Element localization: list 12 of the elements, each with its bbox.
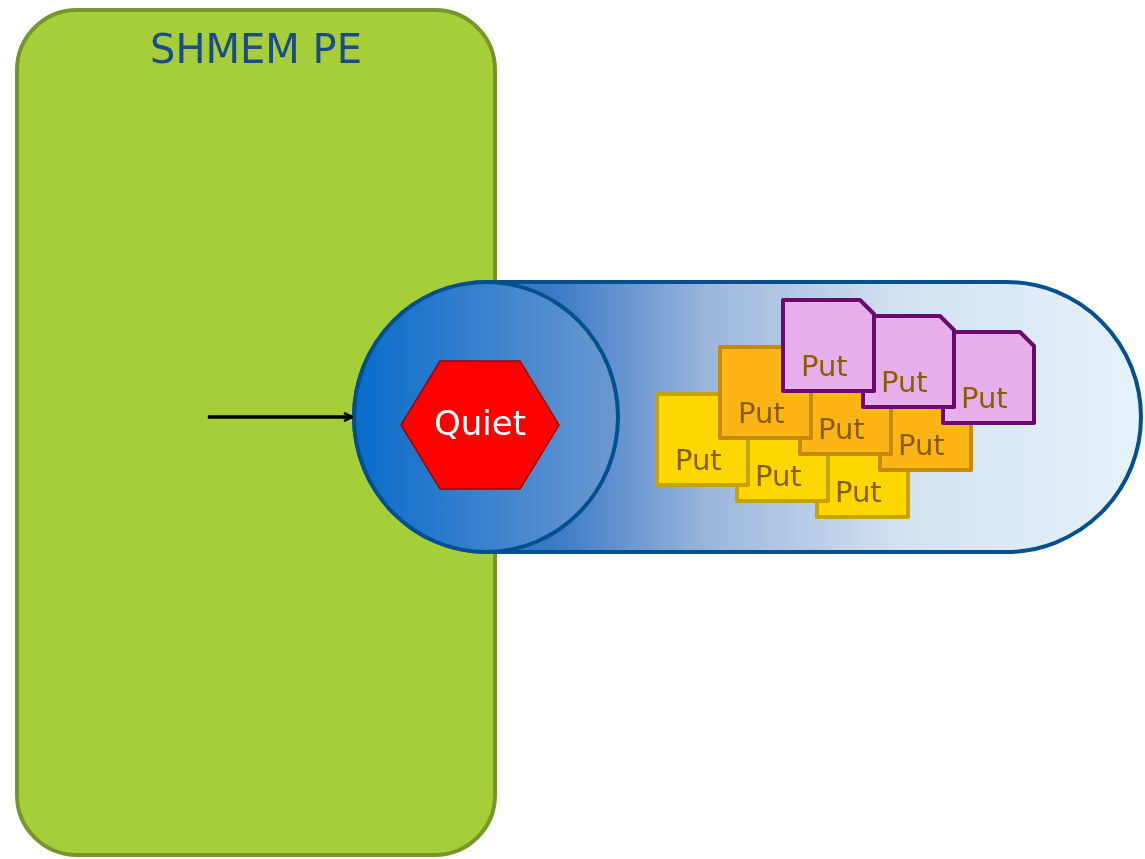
panel-title: SHMEM PE bbox=[149, 26, 363, 72]
card-label: Put bbox=[898, 429, 945, 461]
hexagon-label: Quiet bbox=[433, 403, 527, 443]
card-label: Put bbox=[881, 366, 928, 398]
card-label: Put bbox=[675, 444, 722, 476]
card-label: Put bbox=[738, 397, 785, 429]
card-label: Put bbox=[961, 382, 1008, 414]
card-label: Put bbox=[835, 476, 882, 508]
card-label: Put bbox=[801, 350, 848, 382]
card-label: Put bbox=[818, 413, 865, 445]
arrow bbox=[207, 411, 354, 423]
card-label: Put bbox=[755, 460, 802, 492]
